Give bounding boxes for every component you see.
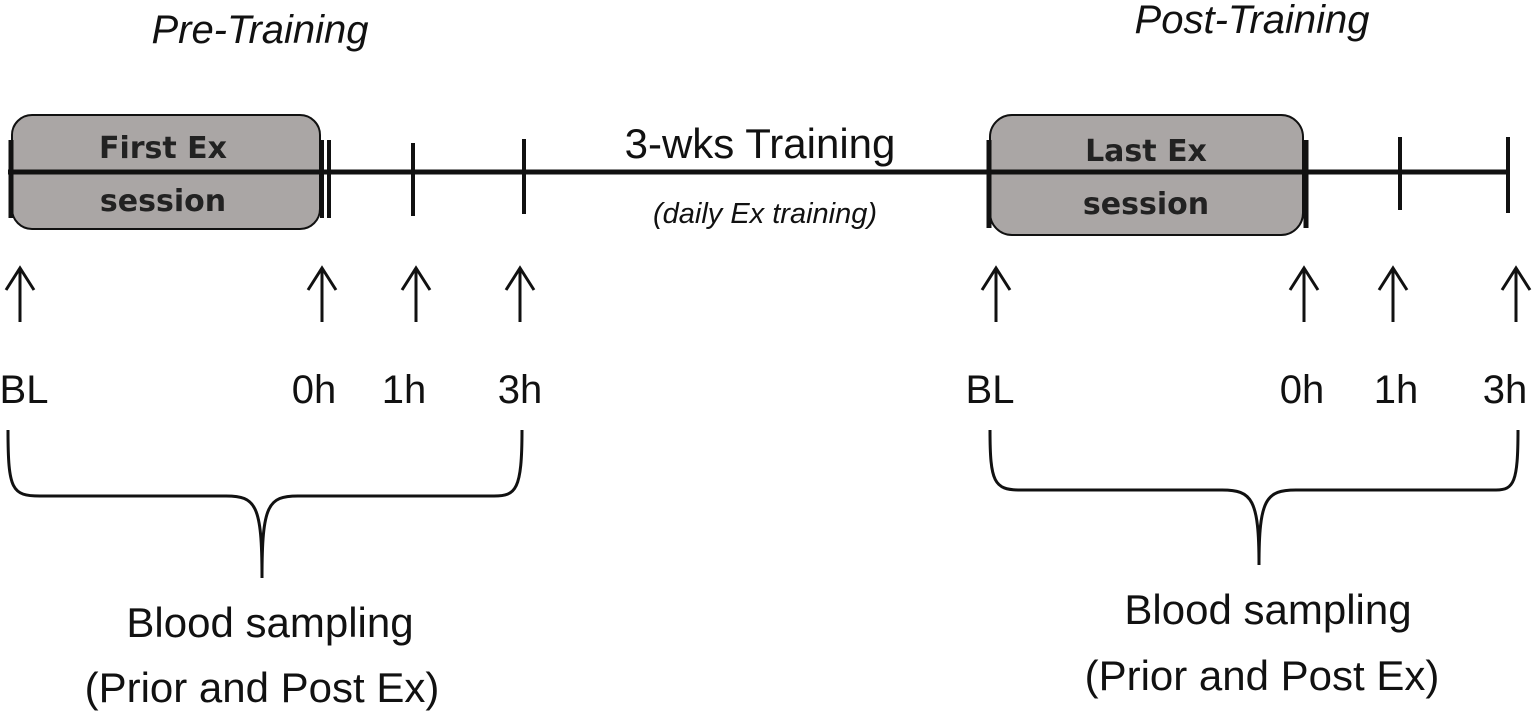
sampling-arrows — [4, 265, 1532, 322]
arrow-up-icon — [4, 265, 36, 322]
timepoint-pre-1h: 1h — [382, 368, 427, 412]
post-training-title: Post-Training — [1135, 0, 1370, 42]
timepoint-pre-bl: BL — [0, 368, 48, 412]
timepoint-post-0h: 0h — [1280, 368, 1325, 412]
first-session-label-line2: session — [100, 184, 226, 219]
timepoint-post-bl: BL — [966, 368, 1015, 412]
timepoint-post-3h: 3h — [1483, 368, 1528, 412]
first-session-label-line1: First Ex — [99, 131, 227, 166]
pre-training-title: Pre-Training — [151, 8, 368, 52]
pre-brace — [6, 429, 524, 579]
timepoint-pre-0h: 0h — [292, 368, 337, 412]
last-session-label-line2: session — [1083, 187, 1209, 222]
pre-blood-sampling-line1: Blood sampling — [126, 599, 413, 646]
pre-blood-sampling-line2: (Prior and Post Ex) — [85, 664, 440, 711]
arrow-up-icon — [400, 265, 432, 322]
post-blood-sampling-line1: Blood sampling — [1124, 586, 1411, 633]
timepoint-post-1h: 1h — [1374, 368, 1419, 412]
arrow-up-icon — [1377, 265, 1409, 322]
training-label: 3-wks Training — [625, 120, 896, 167]
post-brace — [988, 429, 1520, 566]
timepoint-pre-3h: 3h — [498, 368, 543, 412]
training-sublabel: (daily Ex training) — [653, 198, 877, 230]
last-session-label-line1: Last Ex — [1085, 134, 1207, 169]
arrow-up-icon — [504, 265, 536, 322]
arrow-up-icon — [980, 265, 1012, 322]
arrow-up-icon — [1500, 265, 1532, 322]
arrow-up-icon — [1288, 265, 1320, 322]
timeline-ticks — [8, 137, 1510, 228]
post-blood-sampling-line2: (Prior and Post Ex) — [1085, 652, 1440, 699]
arrow-up-icon — [306, 265, 338, 322]
